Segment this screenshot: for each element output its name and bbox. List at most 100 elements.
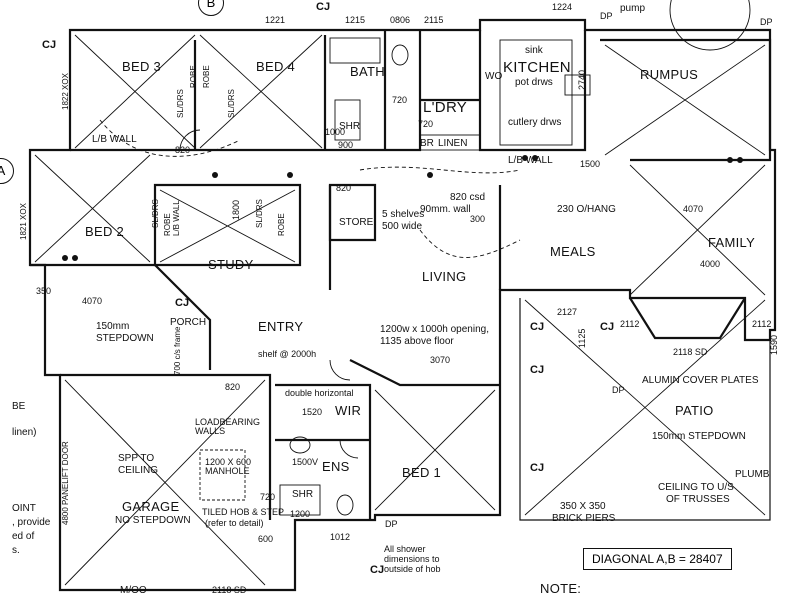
- toilet-2: [289, 436, 311, 454]
- wall-family-bay: [629, 297, 746, 340]
- room-rumpus: RUMPUS: [640, 67, 699, 82]
- note-no-stepdown: NO STEPDOWN: [115, 515, 191, 526]
- label-robe-3: ROBE: [163, 213, 172, 236]
- dim-1000: 1000: [325, 127, 346, 137]
- diag-rumpus: [604, 44, 766, 156]
- manhole: [199, 449, 246, 501]
- dim-1200: 1200: [290, 509, 311, 519]
- wall-bed-divisions: [193, 30, 480, 150]
- note-detail: (refer to detail): [205, 518, 264, 528]
- room-garage: GARAGE: [122, 499, 180, 514]
- note-shower-1: All shower: [384, 544, 426, 554]
- note-shelves-width: 500 wide: [382, 221, 423, 232]
- label-sldrs-1: SL/DRS: [176, 89, 185, 118]
- note-shelves: 5 shelves: [382, 209, 425, 220]
- diag-family: [629, 164, 766, 296]
- dim-1125: 1125: [577, 328, 587, 348]
- dim-0806: 0806: [390, 15, 411, 25]
- note-90mm-wall: 90mm. wall: [420, 204, 471, 215]
- dim-2118-garage: 2118 SD: [212, 585, 247, 595]
- room-entry: ENTRY: [258, 319, 304, 334]
- room-linen: LINEN: [438, 138, 468, 149]
- note-shower-2: dimensions to: [384, 554, 440, 564]
- cj-marker-7: CJ: [530, 462, 545, 474]
- dim-2127: 2127: [557, 307, 578, 317]
- room-study: STUDY: [208, 257, 254, 272]
- cj-marker-5: CJ: [600, 321, 615, 333]
- dim-600: 600: [258, 534, 274, 544]
- dim-2115: 2115: [424, 15, 444, 25]
- note-heading: NOTE:: [540, 581, 582, 596]
- note-piers: 350 X 350: [560, 501, 606, 512]
- cj-marker-2: CJ: [316, 1, 331, 13]
- note-spp: SPP TO CEILING: [118, 453, 159, 476]
- note-sink: sink: [525, 45, 543, 56]
- note-s: s.: [12, 545, 20, 556]
- room-kitchen: KITCHEN: [503, 59, 571, 76]
- dim-1500v: 1500V: [292, 457, 319, 467]
- wall-ensuite: [275, 383, 372, 520]
- dim-2112-a: 2112: [620, 319, 640, 329]
- bath-tub: [329, 37, 381, 64]
- room-bed-1: BED 1: [402, 465, 442, 480]
- diag-bed3: [74, 34, 196, 149]
- room-shower-1: SHR: [339, 121, 361, 132]
- note-dp-2: DP: [760, 17, 773, 27]
- note-double-horizontal: double horizontal: [285, 388, 354, 398]
- wall-living-bottom: [349, 359, 500, 387]
- note-820-csd: 820 csd: [450, 192, 486, 203]
- dim-3070: 3070: [430, 355, 451, 365]
- note-stepdown: STEPDOWN: [96, 333, 154, 344]
- diag-bed1: [374, 389, 496, 511]
- wall-porch: [30, 263, 212, 370]
- room-bed-3: BED 3: [122, 59, 162, 74]
- note-alumin-plates: ALUMIN COVER PLATES: [642, 375, 759, 386]
- note-be: BE: [12, 401, 26, 412]
- note-lb-wall-3: L/B WALL: [508, 155, 553, 166]
- note-overhang: 230 O/HANG: [557, 204, 616, 215]
- wall-living: [328, 185, 502, 290]
- cj-marker-1: CJ: [42, 39, 57, 51]
- diag-patio: [524, 299, 766, 516]
- dim-4070-a: 4070: [82, 296, 103, 306]
- dim-720-c: 720: [260, 492, 276, 502]
- dim-1500-kitchen: 1500: [580, 159, 601, 169]
- room-wo: WO: [485, 71, 503, 82]
- note-lb-wall-1: L/B WALL: [92, 134, 137, 145]
- dim-1821: 1821 XOX: [19, 203, 28, 240]
- note-brick-piers: BRICK PIERS: [552, 513, 616, 524]
- room-ensuite: ENS: [322, 459, 350, 474]
- dim-720-b: 720: [418, 119, 434, 129]
- note-cutlery: cutlery drws: [508, 117, 562, 128]
- note-frame: 700 c/s frame: [173, 326, 182, 375]
- dim-820-b: 820: [336, 183, 352, 193]
- label-robe-2: ROBE: [202, 65, 211, 88]
- note-opening-2: 1135 above floor: [380, 336, 454, 347]
- wall-kitchen: [478, 30, 587, 152]
- wall-store: [328, 183, 377, 242]
- note-dp-4: DP: [385, 519, 398, 529]
- room-store: STORE: [339, 217, 374, 228]
- note-ed-of: ed of: [12, 531, 35, 542]
- room-family: FAMILY: [708, 235, 756, 250]
- note-pot-drawers: pot drws: [515, 77, 553, 88]
- note-150mm: 150mm: [96, 321, 130, 332]
- label-sldrs-4: SL/DRS: [255, 199, 264, 228]
- pump-circle: [669, 0, 751, 51]
- dim-300: 300: [470, 214, 486, 224]
- note-ceiling: CEILING TO U/S: [658, 482, 734, 493]
- electrical-runs: [99, 119, 521, 258]
- dim-2112-b: 2112: [752, 319, 772, 329]
- note-trusses: OF TRUSSES: [666, 494, 730, 505]
- dim-1215: 1215: [345, 15, 366, 25]
- note-plumb: PLUMB: [735, 469, 770, 480]
- room-porch: PORCH: [170, 317, 207, 328]
- cj-marker-3: CJ: [175, 297, 190, 309]
- dim-1822: 1822 XOX: [61, 73, 70, 110]
- note-provide: , provide: [12, 517, 51, 528]
- patio-outline: [519, 298, 771, 521]
- wall-bed-wing: [70, 30, 422, 152]
- room-meals: MEALS: [550, 244, 596, 259]
- note-oint: OINT: [12, 503, 36, 514]
- note-loadbearing: LOADBEARING WALLS: [195, 417, 261, 436]
